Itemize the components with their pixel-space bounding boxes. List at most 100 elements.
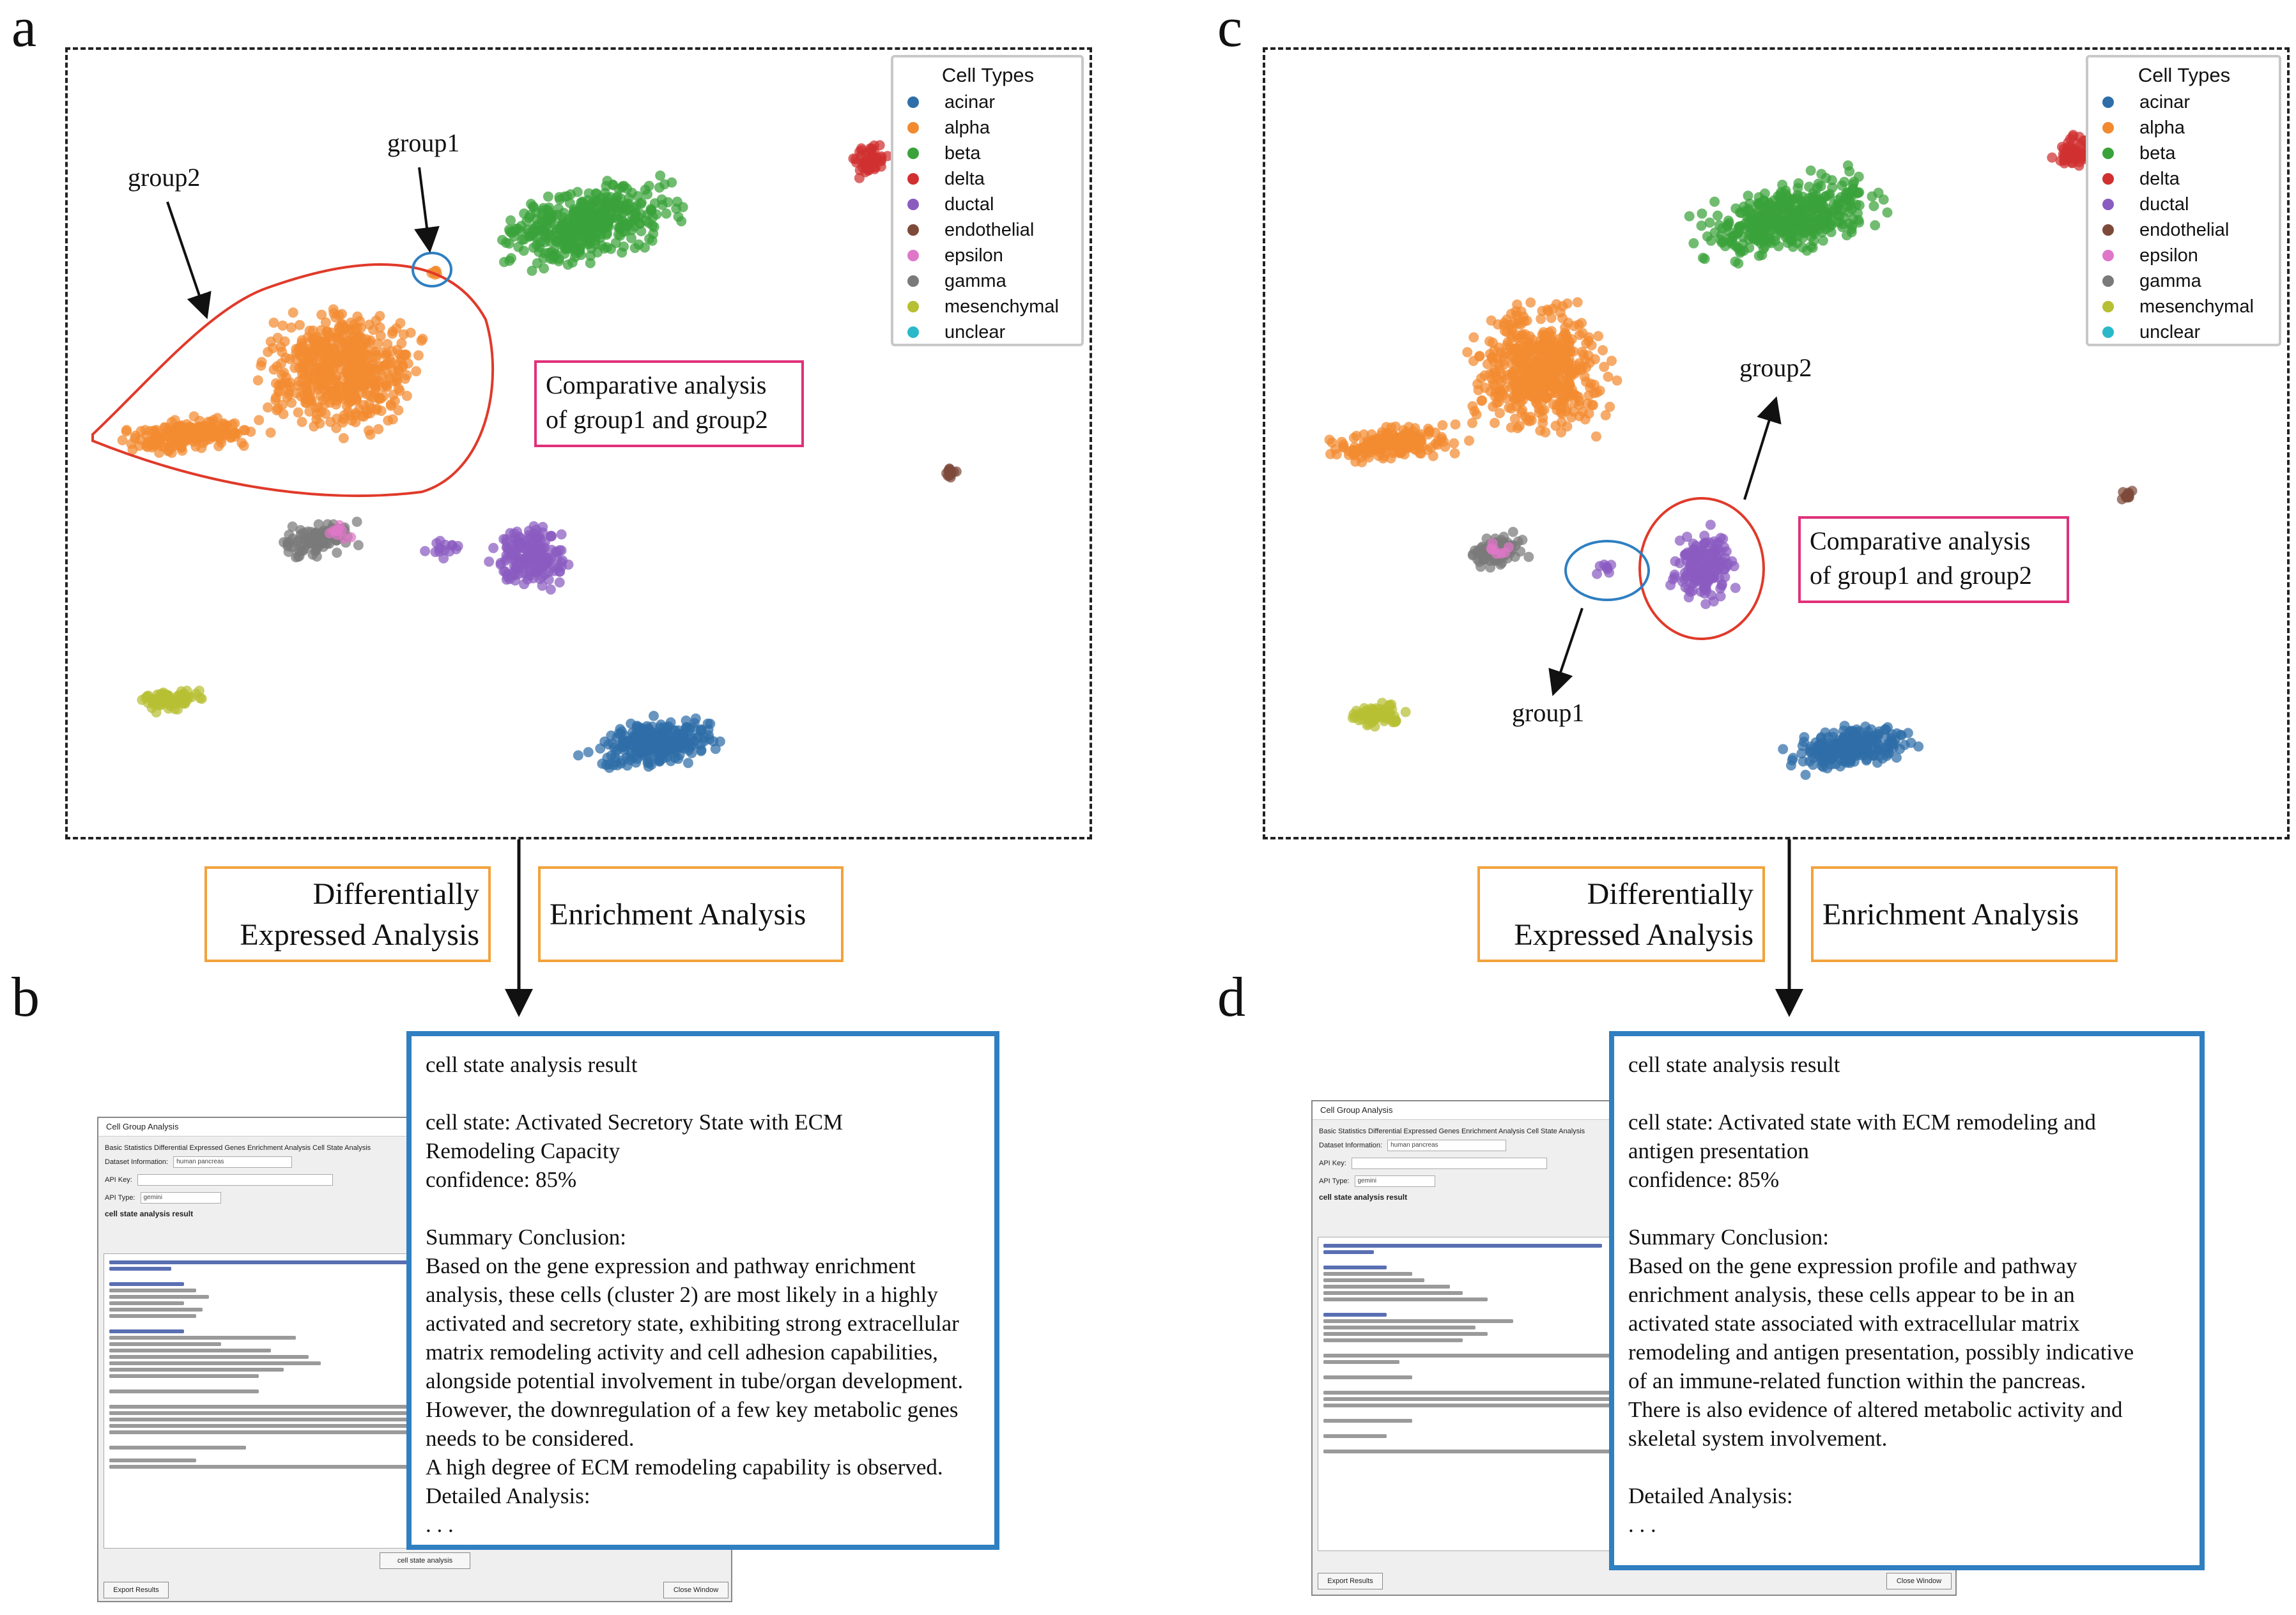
scatter-point-beta: [543, 191, 553, 202]
scatter-point-alpha: [1554, 354, 1565, 365]
scatter-point-beta: [1748, 233, 1759, 244]
scatter-point-mesenchymal: [181, 685, 192, 696]
close-window-button[interactable]: Close Window: [663, 1582, 728, 1598]
scatter-point-acinar: [1887, 739, 1898, 750]
scatter-point-epsilon: [1496, 548, 1507, 559]
scatter-point-alpha: [330, 399, 341, 410]
scatter-point-alpha: [348, 344, 359, 355]
scatter-point-alpha: [357, 376, 367, 387]
scatter-point-ductal: [420, 546, 431, 556]
ellipsis: . . .: [1628, 1512, 1656, 1537]
scatter-point-beta: [1826, 220, 1837, 231]
scatter-point-alpha: [1471, 409, 1482, 420]
legend-swatch: [907, 224, 919, 236]
close-window-button[interactable]: Close Window: [1886, 1573, 1952, 1589]
api-key-input[interactable]: [137, 1174, 333, 1186]
scatter-point-alpha: [1567, 384, 1578, 395]
scatter-point-beta: [564, 235, 574, 246]
scatter-point-acinar: [1851, 724, 1862, 735]
scatter-point-beta: [617, 203, 628, 213]
legend-entry: beta: [904, 141, 1072, 166]
scatter-point-acinar: [603, 739, 614, 750]
diff-line-1: Differentially: [1587, 877, 1753, 911]
mini-window-tabs[interactable]: Basic Statistics Differential Expressed …: [105, 1144, 371, 1152]
diff-line-2: Expressed Analysis: [240, 918, 479, 952]
scatter-point-alpha: [121, 426, 132, 437]
scatter-point-beta: [1766, 238, 1776, 249]
scatter-point-alpha: [1507, 369, 1518, 380]
scatter-point-alpha: [343, 369, 353, 380]
scatter-point-alpha: [295, 319, 305, 330]
scatter-point-alpha: [274, 379, 284, 390]
scatter-point-gamma: [282, 541, 293, 551]
scatter-point-beta: [1715, 234, 1726, 245]
scatter-point-gamma: [1477, 541, 1488, 552]
legend-swatch: [907, 122, 919, 134]
result-heading: cell state analysis result: [426, 1052, 638, 1077]
group2-arrow-a: [166, 201, 212, 319]
scatter-point-acinar: [1844, 746, 1855, 756]
scatter-point-beta: [541, 228, 551, 239]
legend-swatch: [907, 173, 919, 185]
scatter-point-alpha: [382, 339, 393, 349]
scatter-point-beta: [646, 205, 657, 216]
export-results-button[interactable]: Export Results: [1318, 1573, 1383, 1589]
dataset-input[interactable]: human pancreas: [173, 1156, 293, 1168]
export-results-button[interactable]: Export Results: [104, 1582, 169, 1598]
scatter-point-ductal: [537, 521, 548, 532]
scatter-point-ductal: [1700, 599, 1711, 609]
scatter-point-alpha: [1572, 297, 1583, 308]
scatter-point-alpha: [411, 366, 422, 377]
legend-label: acinar: [2139, 91, 2190, 112]
mini-window-tabs[interactable]: Basic Statistics Differential Expressed …: [1319, 1128, 1585, 1135]
scatter-point-alpha: [400, 373, 410, 384]
scatter-point-alpha: [343, 406, 353, 417]
dataset-input[interactable]: human pancreas: [1387, 1140, 1507, 1151]
legend-label: delta: [944, 168, 985, 189]
scatter-point-alpha: [393, 405, 404, 416]
summary-line: Based on the gene expression and pathway…: [426, 1253, 916, 1278]
scatter-point-alpha: [1577, 328, 1588, 339]
scatter-point-alpha: [356, 332, 367, 343]
api-type-select[interactable]: gemini: [1354, 1175, 1435, 1187]
scatter-point-alpha: [1539, 360, 1550, 371]
scatter-point-beta: [587, 207, 598, 218]
scatter-point-alpha: [151, 425, 162, 436]
scatter-point-alpha: [1484, 349, 1495, 360]
scatter-point-beta: [1882, 207, 1893, 218]
scatter-point-alpha: [1557, 301, 1568, 312]
scatter-point-alpha: [1506, 422, 1516, 433]
scatter-point-alpha: [401, 390, 412, 401]
api-key-row: API Key:: [98, 1171, 731, 1189]
scatter-point-acinar: [710, 744, 721, 754]
cell-state-analysis-button[interactable]: cell state analysis: [380, 1552, 470, 1569]
scatter-point-delta: [865, 143, 875, 154]
scatter-point-beta: [519, 234, 530, 245]
scatter-point-delta: [856, 149, 867, 160]
legend-swatch: [907, 250, 919, 261]
scatter-point-acinar: [647, 728, 658, 739]
scatter-point-alpha: [1499, 326, 1510, 336]
scatter-point-beta: [1743, 190, 1753, 201]
scatter-point-alpha: [1520, 329, 1530, 340]
group2-outline-c: [1638, 497, 1765, 640]
scatter-point-ductal: [545, 584, 556, 595]
scatter-point-alpha: [397, 362, 408, 372]
scatter-point-acinar: [625, 751, 636, 762]
api-type-select[interactable]: gemini: [140, 1192, 221, 1204]
scatter-point-acinar: [1884, 747, 1895, 758]
scatter-point-beta: [1714, 220, 1725, 231]
scatter-point-beta: [1725, 236, 1735, 247]
api-key-input[interactable]: [1351, 1158, 1547, 1169]
scatter-point-alpha: [1484, 336, 1495, 347]
scatter-point-beta: [1753, 250, 1764, 261]
scatter-point-acinar: [686, 747, 697, 758]
scatter-point-beta: [1846, 227, 1857, 238]
scatter-point-acinar: [642, 758, 653, 769]
scatter-point-alpha: [256, 360, 266, 371]
scatter-point-epsilon: [346, 532, 357, 542]
scatter-point-gamma: [353, 540, 364, 551]
scatter-point-alpha: [183, 434, 194, 445]
scatter-point-acinar: [1858, 740, 1869, 750]
